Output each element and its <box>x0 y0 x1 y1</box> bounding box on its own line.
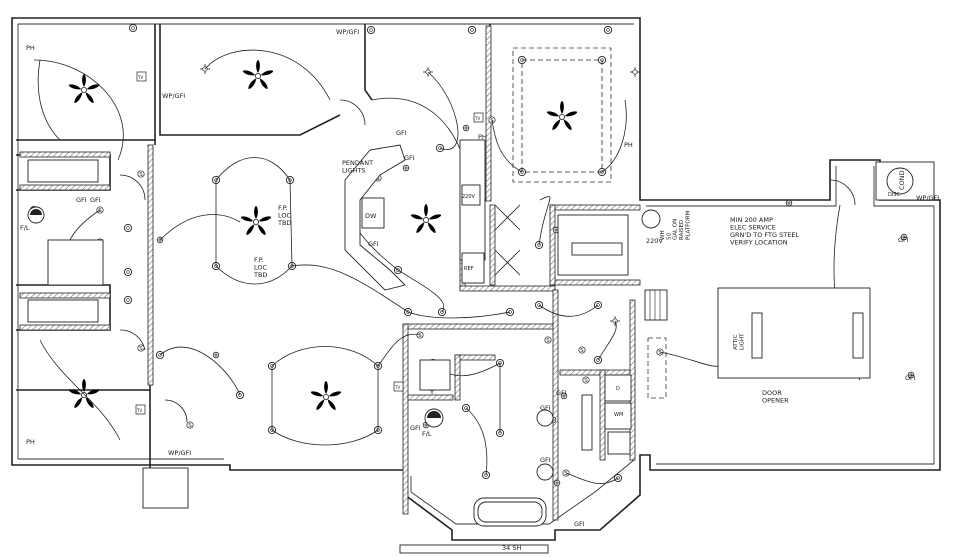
fan-icon-bedroom-1 <box>67 73 101 105</box>
fan-icon-bedroom-2 <box>545 100 579 132</box>
shelf <box>571 242 623 256</box>
exterior-walls <box>11 17 941 541</box>
sink-1 <box>536 409 554 427</box>
ceiling-fans <box>67 59 579 412</box>
vanity-1 <box>27 159 99 183</box>
disc-label: DISC <box>888 192 900 198</box>
wm-label: WM <box>614 412 623 418</box>
kitchen-island <box>344 144 406 291</box>
tv-label-3: TV <box>394 385 400 390</box>
garage-door-opener-2 <box>852 312 864 359</box>
cond-label: COND <box>898 170 906 190</box>
fan-icon-nook <box>409 203 443 235</box>
tub-1 <box>47 239 104 286</box>
gfi-label-b1: GFI <box>76 196 87 204</box>
wp-gfi-top-label: WP/GFI <box>336 28 359 36</box>
ph-label-top-left: PH <box>26 44 35 52</box>
tv-label-2: TV <box>136 408 142 413</box>
laundry-sink <box>607 431 631 455</box>
laundry-shelf <box>581 394 593 451</box>
gfi-label-k2: GFI <box>404 154 415 162</box>
220v-label-b: 220V <box>646 237 663 245</box>
refrigerator <box>461 252 485 284</box>
gfi-label-b2: GFI <box>90 196 101 204</box>
fan-icon-room-top <box>241 59 275 91</box>
fixtures <box>27 47 935 554</box>
shower <box>419 359 451 391</box>
gfi-label-m1: GFI <box>540 404 551 412</box>
ac-condenser <box>886 167 914 195</box>
tv-label-4: TV <box>474 116 480 121</box>
text-labels: PH PH PH PH WP/GFI WP/GFI WP/GFI WP/GFI … <box>20 28 939 552</box>
ph-label-kitchen: PH <box>478 133 487 141</box>
water-heater <box>641 209 661 229</box>
wp-gfi-left-label: WP/GFI <box>162 92 185 100</box>
interior-walls <box>16 24 641 521</box>
gfi-label-k1: GFI <box>396 129 407 137</box>
garage-attic-area <box>717 287 871 379</box>
rear-patio-edge <box>399 544 549 554</box>
tv-outlets: TV TV TV TV <box>135 71 484 415</box>
gfi-label-g1: GFI <box>898 236 909 244</box>
dryer <box>604 374 632 402</box>
ph-label-bedroom: PH <box>624 141 633 149</box>
gfi-label-k3: GFI <box>368 240 379 248</box>
gfi-label-g2: GFI <box>905 374 916 382</box>
vanity-2 <box>27 299 99 323</box>
wp-gfi-bottom-label: WP/GFI <box>168 449 191 457</box>
fan-icon-family <box>309 380 343 412</box>
fl-label-bath: F/L <box>422 430 432 438</box>
tray-ceiling <box>512 47 612 183</box>
shower-34-label: 34 SH <box>502 544 521 552</box>
garage-steps <box>644 289 668 321</box>
gfi-label-m3: GFI <box>574 520 585 528</box>
fl-label-left: F/L <box>20 224 30 232</box>
ph-label-bottom-left: PH <box>26 438 35 446</box>
wp-gfi-garage-label: WP/GFI <box>916 194 939 202</box>
front-porch <box>142 467 189 509</box>
tv-label-1: TV <box>137 75 143 80</box>
washer <box>604 402 632 430</box>
dryer-label: D <box>616 386 620 392</box>
wiring <box>33 49 861 484</box>
dishwasher <box>361 197 385 229</box>
water-heater-label: WH50GAL ONRAISEDPLATFORM <box>660 210 691 240</box>
gfi-label-m2: GFI <box>540 456 551 464</box>
sink-2 <box>536 463 554 481</box>
fan-icon-living <box>239 205 273 237</box>
220v-label-a: 220V <box>462 194 476 200</box>
range <box>461 184 481 206</box>
ref-label: REF <box>464 266 474 272</box>
gfi-label-b3: GFI <box>410 424 421 432</box>
hvac-unit <box>647 337 667 399</box>
dw-label: DW <box>365 212 377 220</box>
attic-light-label: ATTICLIGHT <box>733 333 745 350</box>
garage-door-opener-1 <box>751 312 763 359</box>
gfi-label-g3: GFI <box>556 389 567 397</box>
